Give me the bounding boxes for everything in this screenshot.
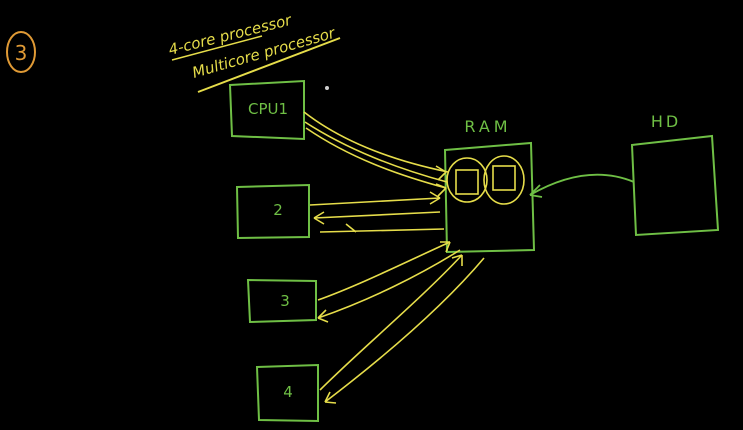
cpu2-arrow-extra (319, 228, 445, 233)
cpu2-arrow-in (313, 211, 441, 219)
cpu1-label: CPU1 (248, 100, 288, 118)
cpu3-label: 3 (280, 292, 290, 310)
step-number: 3 (15, 41, 28, 65)
ram-box: RAM (443, 117, 536, 254)
cpu2-arrow-out (309, 197, 441, 206)
step-circle (6, 31, 36, 73)
cpu3-box: 3 (246, 278, 317, 324)
ram-cache-square-1 (455, 169, 479, 195)
cpu1-arrow-c (305, 127, 447, 189)
hd-label: HD (651, 112, 681, 131)
cpu3-arrow-out (317, 241, 451, 301)
cpu4-arrow-out (319, 254, 463, 391)
ram-cache-circle-1 (446, 157, 488, 203)
cpu2-box: 2 (235, 183, 310, 240)
hd-box: HD (630, 112, 720, 237)
cpu1-box: CPU1 (228, 79, 305, 141)
cpu2-label: 2 (273, 201, 283, 219)
cpu3-arrow-in (317, 249, 461, 319)
cpu4-label: 4 (283, 383, 293, 401)
cpu-ram-arrows (303, 111, 485, 404)
heading-underline-1 (171, 35, 263, 61)
cursor-dot (325, 86, 329, 90)
ram-label: RAM (464, 117, 511, 136)
cpu4-arrow-in (324, 257, 485, 403)
hd-to-ram-arrow (529, 173, 635, 198)
cpu4-box: 4 (255, 363, 319, 423)
cpu1-arrow-a (303, 111, 449, 173)
step-number-marker: 3 (6, 31, 36, 73)
ram-cache-square-2 (492, 165, 516, 191)
cpu1-arrow-b (304, 121, 448, 183)
ram-cache-circle-2 (483, 155, 525, 205)
heading: 4-core processor Multicore processor (167, 11, 341, 93)
heading-underline-2 (197, 37, 341, 93)
